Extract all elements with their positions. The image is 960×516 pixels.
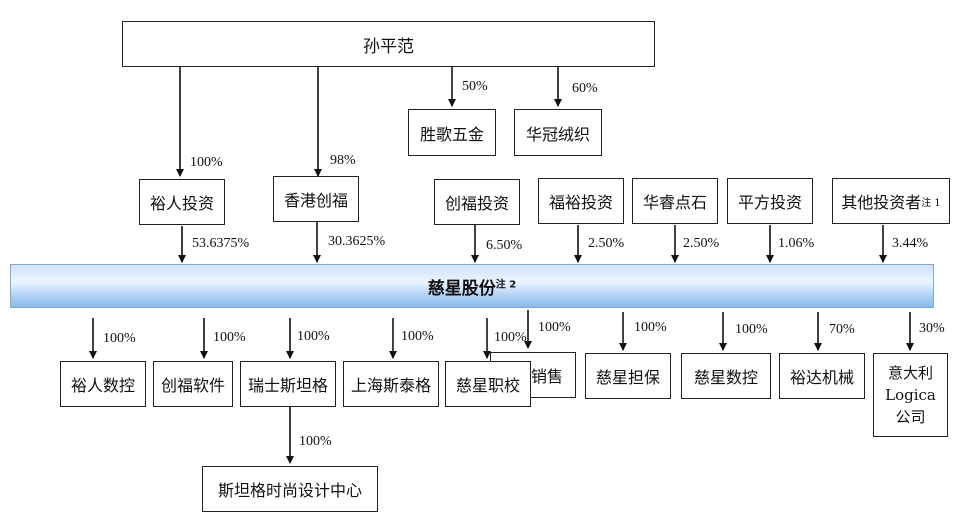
yuren-nc-name: 裕人数控 <box>70 376 135 395</box>
cnc-name: 慈星数控 <box>693 368 758 387</box>
yuren-pct: 53.6375% <box>192 236 250 251</box>
pingfang-name: 平方投资 <box>737 193 802 212</box>
chuangfu-box: 创福投资 <box>434 179 520 225</box>
school-pct: 100% <box>494 330 527 345</box>
cnc-box: 慈星数控 <box>681 353 771 399</box>
swiss-box: 瑞士斯坦格 <box>240 361 336 407</box>
shengge-name: 胜歌五金 <box>419 124 484 144</box>
yuren-parent-pct: 100% <box>190 155 223 170</box>
fuyu-name: 福裕投资 <box>548 193 613 212</box>
company-band: 慈星股份注 2 <box>10 264 934 308</box>
company-name-wrap: 慈星股份注 2 <box>428 274 516 299</box>
other-name: 其他投资者 <box>841 193 922 212</box>
xianggang-parent-pct: 98% <box>330 153 356 168</box>
pingfang-pct: 1.06% <box>778 236 815 251</box>
xianggang-name: 香港创福 <box>283 191 348 210</box>
sales-pct: 100% <box>538 320 571 335</box>
xianggang-pct: 30.3625% <box>328 234 386 249</box>
yuda-name: 裕达机械 <box>789 368 854 387</box>
chuangfu-name: 创福投资 <box>444 194 509 213</box>
huarui-name: 华睿点石 <box>642 193 707 212</box>
fuyu-box: 福裕投资 <box>538 178 624 224</box>
owner-box: 孙平范 <box>122 21 655 67</box>
yuren-nc-pct: 100% <box>103 331 136 346</box>
yuren-box: 裕人投资 <box>139 179 225 225</box>
other-note: 注 1 <box>921 197 941 209</box>
logica-line3: 公司 <box>895 408 926 426</box>
shanghai-box: 上海斯泰格 <box>343 361 439 407</box>
cnc-pct: 100% <box>735 322 768 337</box>
company-name: 慈星股份 <box>427 278 496 299</box>
huarui-box: 华睿点石 <box>632 178 718 224</box>
school-box: 慈星职校 <box>445 361 531 407</box>
swiss-pct: 100% <box>297 329 330 344</box>
shengge-box: 胜歌五金 <box>408 109 496 156</box>
huarui-pct: 2.50% <box>683 236 720 251</box>
owner-name: 孙平范 <box>363 36 414 57</box>
shanghai-pct: 100% <box>401 329 434 344</box>
chuangfu-sw-pct: 100% <box>213 330 246 345</box>
guarantee-pct: 100% <box>634 320 667 335</box>
huaguan-pct: 60% <box>572 81 598 96</box>
chuangfu-sw-box: 创福软件 <box>153 361 233 407</box>
logica-box: 意大利 Logica 公司 <box>873 353 948 437</box>
yuda-pct: 70% <box>829 322 855 337</box>
guarantee-name: 慈星担保 <box>595 368 660 387</box>
huaguan-name: 华冠绒织 <box>525 124 590 144</box>
other-pct: 3.44% <box>892 236 929 251</box>
yuda-box: 裕达机械 <box>779 353 865 399</box>
school-name: 慈星职校 <box>455 376 520 395</box>
logica-line1: 意大利 <box>887 364 933 382</box>
guarantee-box: 慈星担保 <box>585 353 671 399</box>
chuangfu-pct: 6.50% <box>486 238 523 253</box>
xianggang-box: 香港创福 <box>273 176 359 222</box>
huaguan-box: 华冠绒织 <box>514 109 602 156</box>
fuyu-pct: 2.50% <box>588 236 625 251</box>
yuren-nc-box: 裕人数控 <box>60 361 146 407</box>
logica-pct: 30% <box>919 321 945 336</box>
chuangfu-sw-name: 创福软件 <box>160 376 225 395</box>
yuren-name: 裕人投资 <box>149 194 214 213</box>
sales-name: 销售 <box>531 367 564 386</box>
shengge-pct: 50% <box>462 79 488 94</box>
logica-line2: Logica <box>885 386 936 404</box>
design-name: 斯坦格时尚设计中心 <box>217 481 362 500</box>
other-box: 其他投资者注 1 <box>832 178 950 224</box>
shanghai-name: 上海斯泰格 <box>350 376 431 395</box>
pingfang-box: 平方投资 <box>727 178 813 224</box>
design-box: 斯坦格时尚设计中心 <box>202 466 378 512</box>
design-pct: 100% <box>299 434 332 449</box>
company-note: 注 2 <box>495 278 517 290</box>
swiss-name: 瑞士斯坦格 <box>247 376 328 395</box>
